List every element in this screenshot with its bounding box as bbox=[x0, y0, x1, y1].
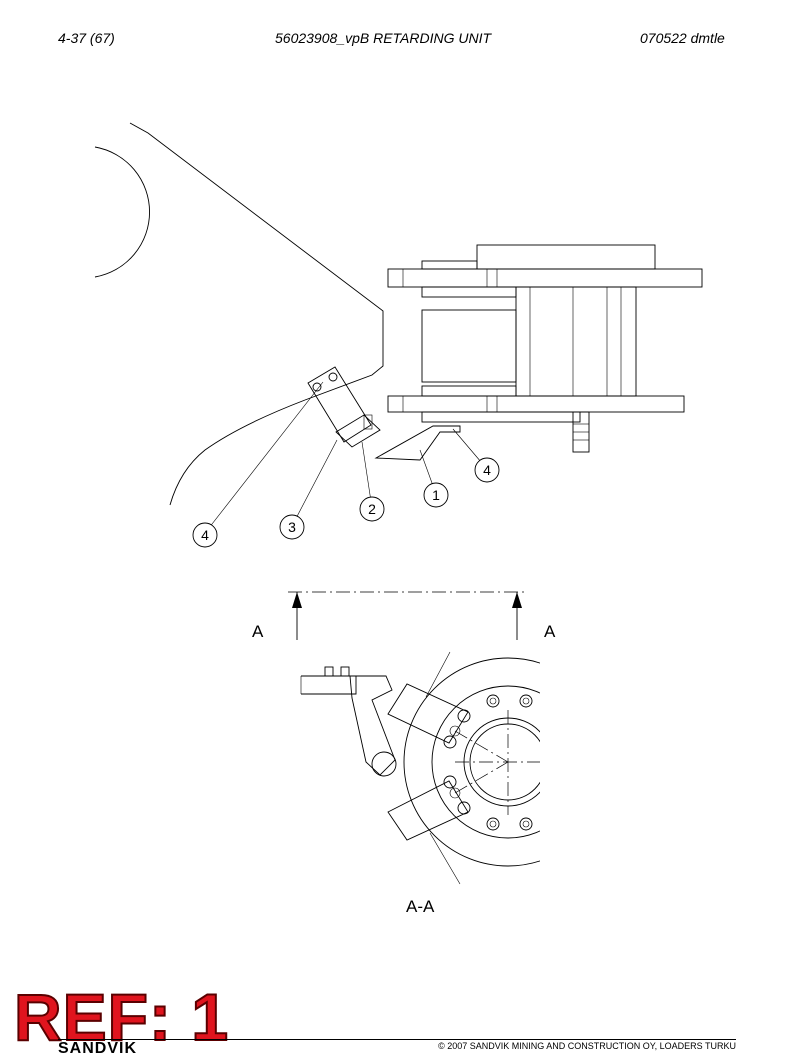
wheel-arc bbox=[94, 146, 151, 278]
document-title: 56023908_vpB RETARDING UNIT bbox=[275, 30, 492, 46]
balloon-1: 1 bbox=[423, 482, 449, 508]
svg-text:4: 4 bbox=[483, 462, 491, 478]
balloon-3: 3 bbox=[279, 514, 305, 540]
balloon-2: 2 bbox=[359, 496, 385, 522]
sensor-arm bbox=[374, 425, 461, 461]
balloon-4-left: 4 bbox=[192, 522, 218, 548]
svg-text:3: 3 bbox=[288, 519, 296, 535]
section-mark-left: A bbox=[252, 622, 264, 641]
upper-view: 4 1 2 3 4 bbox=[94, 122, 703, 548]
retarder-body bbox=[387, 244, 703, 453]
page-number: 4-37 (67) bbox=[58, 30, 115, 46]
balloon-4-top: 4 bbox=[474, 457, 500, 483]
frame-outline bbox=[129, 122, 384, 401]
sandvik-logo: SANDVIK bbox=[58, 1041, 138, 1053]
footer-rule bbox=[58, 1039, 736, 1040]
section-view-label: A-A bbox=[406, 897, 435, 916]
svg-text:2: 2 bbox=[368, 501, 376, 517]
svg-text:4: 4 bbox=[201, 527, 209, 543]
leader-lines bbox=[204, 381, 488, 534]
sensor-housing bbox=[307, 366, 381, 448]
frame-lower-curve bbox=[169, 399, 306, 506]
svg-text:1: 1 bbox=[432, 487, 440, 503]
section-line: A A bbox=[252, 591, 556, 641]
section-mark-right: A bbox=[544, 622, 556, 641]
document-date: 070522 dmtle bbox=[640, 30, 725, 46]
section-view: A-A bbox=[300, 651, 540, 916]
copyright-notice: © 2007 SANDVIK MINING AND CONSTRUCTION O… bbox=[438, 1041, 736, 1051]
